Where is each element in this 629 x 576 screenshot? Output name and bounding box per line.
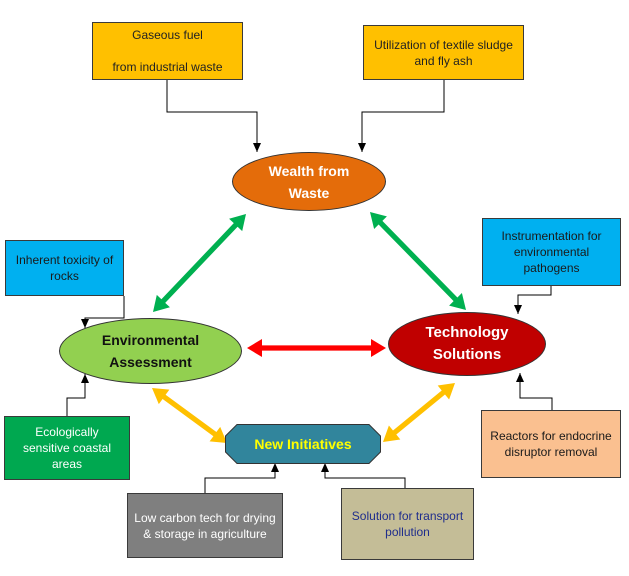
arrow-wealth-environment <box>153 214 246 312</box>
endocrine-reactors-box: Reactors for endocrine disruptor removal <box>481 410 621 478</box>
low-carbon-tech-box: Low carbon tech for drying & storage in … <box>127 493 283 558</box>
connector-textile-to-wealth <box>358 80 445 152</box>
new-initiatives-octagon <box>225 424 381 464</box>
rock-toxicity-box: Inherent toxicity of rocks <box>5 240 124 296</box>
new-initiatives-label: New Initiatives <box>254 436 352 452</box>
connector-coastal-to-env <box>66 374 89 416</box>
transport-pollution-box: Solution for transport pollution <box>341 488 474 560</box>
textile-sludge-box: Utilization of textile sludge and fly as… <box>363 25 524 80</box>
connector-lowcarbon-to-new <box>204 463 279 493</box>
connector-reactors-to-tech <box>516 373 553 410</box>
new-initiatives-node: New Initiatives <box>225 424 381 464</box>
gaseous-fuel-box: Gaseous fuel from industrial waste <box>92 22 243 80</box>
arrow-wealth-technology <box>370 212 466 310</box>
connector-gaseous-to-wealth <box>166 80 261 152</box>
instrumentation-box: Instrumentation for environmental pathog… <box>482 218 621 286</box>
coastal-areas-box: Ecologically sensitive coastal areas <box>4 416 130 480</box>
arrow-environment-new-initiatives <box>152 388 227 443</box>
connector-instrumentation-to-tech <box>514 286 552 314</box>
connector-transport-to-new <box>321 463 406 488</box>
technology-solutions-node: Technology Solutions <box>388 312 546 376</box>
arrow-environment-technology <box>247 339 386 357</box>
environmental-assessment-node: Environmental Assessment <box>59 318 242 384</box>
arrow-technology-new-initiatives <box>383 383 455 442</box>
connector-toxicity-to-env <box>81 296 125 328</box>
wealth-from-waste-node: Wealth from Waste <box>232 152 386 211</box>
